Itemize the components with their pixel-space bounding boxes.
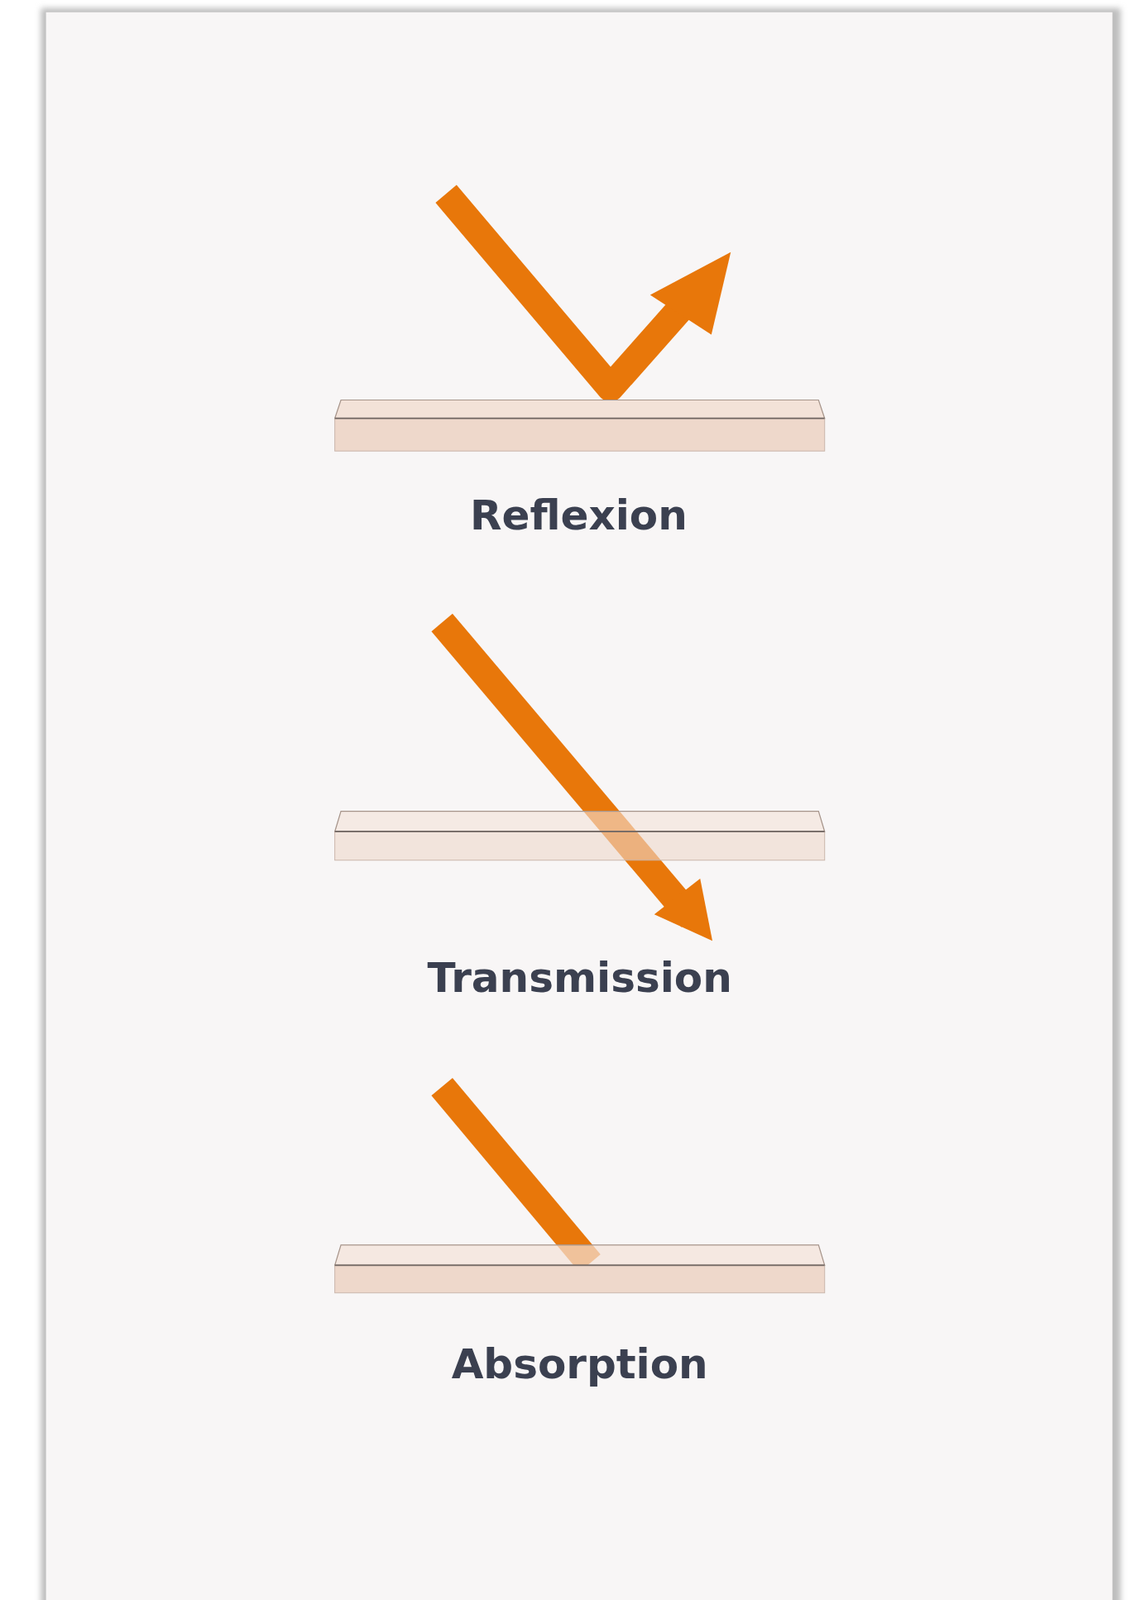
slab-top: [335, 811, 825, 833]
light-ray: [441, 622, 692, 919]
slab-edge: [335, 830, 825, 833]
slab-front: [335, 831, 825, 861]
transmission-illustration: [335, 622, 825, 941]
caption-label: Reflexion: [288, 491, 868, 540]
slab-front: [335, 418, 825, 451]
arrow-head: [654, 878, 713, 941]
slab-top: [335, 400, 825, 419]
slab-edge: [335, 417, 825, 420]
reflexion-illustration: [335, 193, 825, 451]
absorption-illustration: [335, 1087, 825, 1294]
arrow-head: [650, 252, 731, 336]
slab-top: [335, 1245, 825, 1266]
light-ray: [441, 1087, 590, 1264]
caption-label: Transmission: [290, 953, 870, 1002]
slab-edge: [335, 1265, 825, 1267]
card: [46, 12, 1113, 1600]
caption-label: Absorption: [290, 1340, 870, 1389]
slab-front: [335, 1265, 825, 1293]
card-shadow: [40, 8, 1121, 1600]
